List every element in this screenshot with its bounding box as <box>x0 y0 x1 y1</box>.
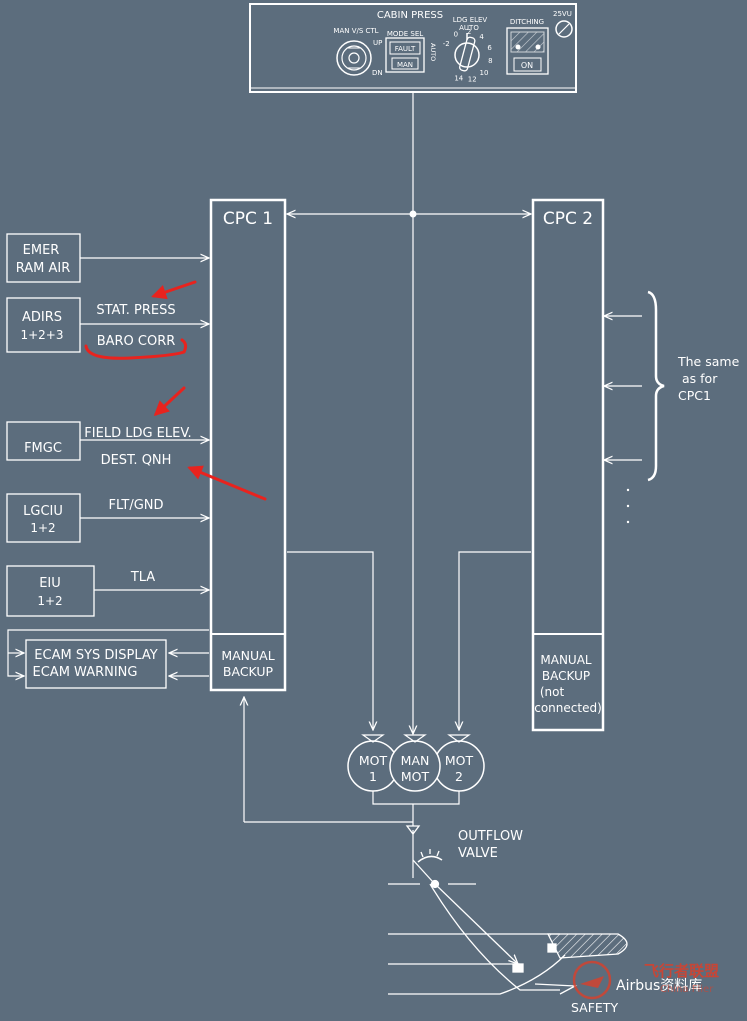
watermark: Airbus资料库 飞行者联盟 China Flier <box>572 960 719 1000</box>
ldg-elev-scale-label: 10 <box>480 69 489 77</box>
bus-junction-dot <box>409 210 417 218</box>
man-mot-label-1: MAN <box>401 753 430 768</box>
safety-label: SAFETY <box>571 1000 618 1015</box>
auto-vertical-label: AUTO <box>429 43 437 61</box>
man-mot-label-2: MOT <box>401 769 430 784</box>
cpc2-note-1: The same <box>677 354 740 369</box>
cpc2-input-brace <box>647 290 665 482</box>
annotation-underline-baro-corr <box>84 338 188 360</box>
ldg-elev-scale-label: 8 <box>488 57 492 65</box>
watermark-airbus-text: Airbus资料库 <box>616 978 702 994</box>
panel-title: CABIN PRESS <box>377 10 443 21</box>
cpc2-backup-line2: BACKUP <box>542 669 590 683</box>
cpc2-to-mot2-line <box>459 551 531 730</box>
outflow-valve <box>388 825 628 995</box>
lgciu-box <box>6 493 81 543</box>
emer-ram-air-box <box>6 233 81 283</box>
flt-gnd-label: FLT/GND <box>108 498 163 513</box>
ldg-elev-scale-label: 0 <box>454 31 458 39</box>
outflow-label-1: OUTFLOW <box>458 829 523 844</box>
eiu-label-2: 1+2 <box>37 594 62 608</box>
field-ldg-elev-label: FIELD LDG ELEV. <box>84 426 191 441</box>
mot2-label-2: 2 <box>455 769 463 784</box>
ldg-elev-scale-label: 12 <box>468 75 477 83</box>
stat-press-label: STAT. PRESS <box>96 303 175 318</box>
connection-lines <box>7 92 642 878</box>
emer-label-1: EMER <box>23 243 60 258</box>
mot1-label-1: MOT <box>359 753 388 768</box>
mot2-label-1: MOT <box>445 753 474 768</box>
cpc2-note-2: as for <box>682 371 718 386</box>
annotation-arrow-dest-qnh <box>187 465 267 501</box>
man-vs-ctl-switch[interactable] <box>336 40 372 76</box>
cpc2-backup-line4: connected) <box>534 701 602 715</box>
eiu-box <box>6 565 95 617</box>
annotation-arrow-stat-press <box>151 280 197 300</box>
annotation-arrow-field-ldg <box>153 386 186 417</box>
ldg-elev-scale-label: -2 <box>443 40 450 48</box>
ecam-label-2: ECAM WARNING <box>33 665 138 680</box>
outflow-label-2: VALVE <box>458 846 498 861</box>
motors <box>347 734 485 792</box>
cpc1-backup-line1: MANUAL <box>221 648 274 663</box>
ecam-box <box>25 639 167 689</box>
mode-sel-label: MODE SEL <box>387 30 423 38</box>
mode-sel-pushbutton[interactable] <box>385 37 425 73</box>
lgciu-label-2: 1+2 <box>30 521 55 535</box>
man-light: MAN <box>397 61 413 69</box>
ldg-elev-label: LDG ELEV <box>453 16 488 24</box>
eiu-label-1: EIU <box>39 576 61 591</box>
fault-light: FAULT <box>395 45 416 53</box>
cpc1-block <box>209 198 287 692</box>
watermark-en-text: China Flier <box>660 984 714 995</box>
motor-link-line <box>372 790 460 805</box>
ldg-elev-selector[interactable] <box>454 33 480 72</box>
panel-vu-label: 25VU <box>553 10 572 18</box>
baro-corr-label: BARO CORR <box>97 334 176 349</box>
ditching-pushbutton[interactable] <box>506 27 549 75</box>
up-label: UP <box>373 39 382 47</box>
red-annotations <box>84 280 267 501</box>
ditching-on-light: ON <box>521 61 533 70</box>
fmgc-box <box>6 421 81 461</box>
cpc2-title: CPC 2 <box>543 209 593 229</box>
fmgc-label: FMGC <box>24 441 62 456</box>
cabin-press-panel: CABIN PRESS 25VU MAN V/S CTL UP DN MODE … <box>249 3 577 93</box>
cpc2-block <box>531 198 605 732</box>
adirs-box <box>6 297 81 353</box>
dn-label: DN <box>372 69 383 77</box>
lgciu-label-1: LGCIU <box>23 504 63 519</box>
cpc1-title: CPC 1 <box>223 209 273 229</box>
adirs-label-2: 1+2+3 <box>20 328 63 342</box>
ldg-elev-scale-label: 14 <box>454 75 463 83</box>
cpc2-backup-line3: (not <box>540 685 565 699</box>
man-vs-ctl-label: MAN V/S CTL <box>333 27 378 35</box>
cpc1-backup-line2: BACKUP <box>223 664 274 679</box>
panel-screw-icon <box>555 20 573 38</box>
ldg-auto-label: AUTO <box>459 24 479 32</box>
watermark-cn-text: 飞行者联盟 <box>644 962 719 980</box>
adirs-label-1: ADIRS <box>22 310 62 325</box>
continuation-dots <box>626 488 630 524</box>
ditching-label: DITCHING <box>510 18 544 26</box>
ecam-label-1: ECAM SYS DISPLAY <box>34 648 157 663</box>
cpc2-backup-line1: MANUAL <box>540 653 592 667</box>
ldg-elev-scale-label: 2 <box>467 28 471 36</box>
input-boxes <box>6 233 167 689</box>
tla-label: TLA <box>130 570 155 585</box>
man-mot-circle <box>389 740 441 792</box>
ldg-elev-scale-label: 4 <box>479 33 484 41</box>
ldg-elev-scale-label: 6 <box>487 44 492 52</box>
cpc1-to-mot1-line <box>287 551 373 730</box>
watermark-logo-icon <box>572 960 612 1000</box>
cpc2-note-3: CPC1 <box>678 388 711 403</box>
emer-label-2: RAM AIR <box>16 261 71 276</box>
mot1-label-2: 1 <box>369 769 377 784</box>
dest-qnh-label: DEST. QNH <box>101 453 172 468</box>
